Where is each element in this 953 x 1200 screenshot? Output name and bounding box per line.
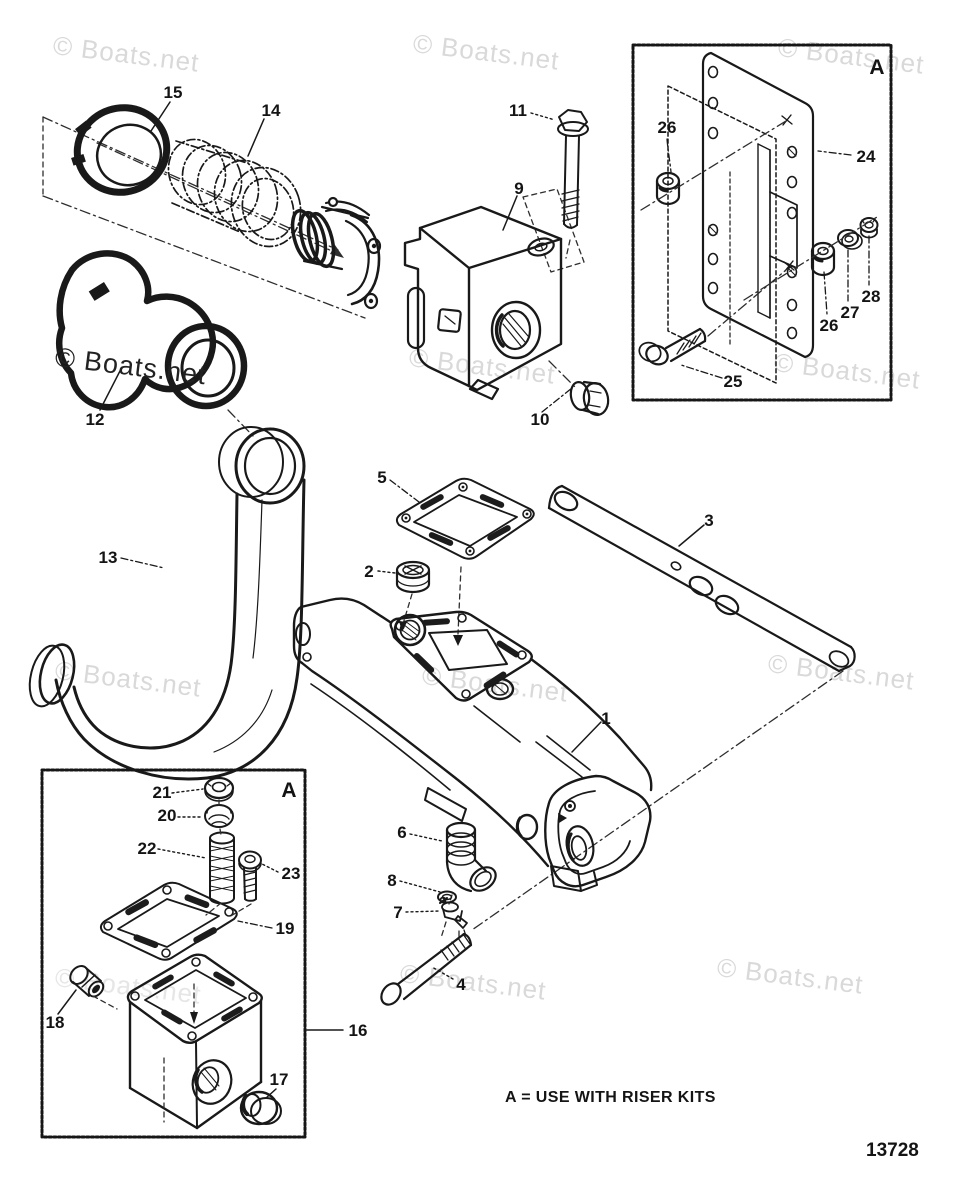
part-6-elbow-fitting xyxy=(445,821,497,893)
part-11-bolt xyxy=(557,109,589,229)
callout-27: 27 xyxy=(840,303,860,322)
part-2-plug xyxy=(395,560,431,594)
callout-6: 6 xyxy=(397,823,407,842)
part-22-stud xyxy=(209,831,235,905)
part-23-bolt xyxy=(238,850,262,902)
callout-5: 5 xyxy=(377,468,387,487)
part-15-hose-clamp xyxy=(71,104,171,196)
callout-20: 20 xyxy=(157,806,177,825)
callout-19: 19 xyxy=(275,919,295,938)
callout-12: 12 xyxy=(85,410,105,429)
inset-box-top-right xyxy=(631,43,893,402)
diagram-number: 13728 xyxy=(866,1140,919,1161)
part-24-mounting-plate xyxy=(667,51,815,384)
part-17-plug xyxy=(239,1090,282,1126)
part-13-exhaust-pipe xyxy=(28,426,306,781)
part-12-exhaust-boot xyxy=(56,250,248,411)
callout-10: 10 xyxy=(530,410,550,429)
part-25-bolt xyxy=(638,327,707,366)
callout-21: 21 xyxy=(152,783,172,802)
callout-9: 9 xyxy=(514,179,524,198)
callout-15: 15 xyxy=(163,83,183,102)
part-1-exhaust-manifold xyxy=(292,597,653,892)
callout-1: 1 xyxy=(601,709,611,728)
callout-8: 8 xyxy=(387,871,397,890)
part-5-gasket xyxy=(395,477,535,560)
callout-28: 28 xyxy=(861,287,881,306)
callout-7: 7 xyxy=(393,903,403,922)
callout-22: 22 xyxy=(137,839,157,858)
part-20-spring-washer xyxy=(204,804,234,828)
callout-17: 17 xyxy=(269,1070,289,1089)
part-28-nut xyxy=(859,217,879,239)
part-21-locknut xyxy=(203,776,235,802)
leader-lines xyxy=(99,101,705,1031)
part-4-stud-bolt xyxy=(380,932,473,1006)
inset-label-top-right: A xyxy=(869,56,885,79)
callout-24: 24 xyxy=(856,147,876,166)
part-10-plug xyxy=(569,380,610,416)
callout-23: 23 xyxy=(281,864,301,883)
callout-11: 11 xyxy=(509,101,527,120)
callout-18: 18 xyxy=(45,1013,65,1032)
part-19-gasket xyxy=(99,881,238,961)
inset-label-bottom-left: A xyxy=(281,779,297,802)
part-26-spacer-lower xyxy=(810,241,836,277)
callout-4: 4 xyxy=(456,975,466,994)
part-18-fitting xyxy=(69,965,105,998)
part-7-drain-cock xyxy=(439,896,468,938)
part-3-gasket-strip xyxy=(547,484,856,673)
callout-13: 13 xyxy=(98,548,118,567)
callout-3: 3 xyxy=(704,511,714,530)
inset-box-bottom-left xyxy=(40,768,307,1139)
riser-kit-legend: A = USE WITH RISER KITS xyxy=(505,1089,716,1106)
callout-14: 14 xyxy=(261,101,281,120)
part-14-exhaust-bellows xyxy=(167,138,302,248)
callout-25: 25 xyxy=(723,372,743,391)
part-9-exhaust-elbow xyxy=(290,196,563,401)
callout-26a: 26 xyxy=(657,118,677,137)
callout-16: 16 xyxy=(348,1021,368,1040)
part-16-riser-block xyxy=(126,953,263,1130)
callout-2: 2 xyxy=(364,562,374,581)
callout-26b: 26 xyxy=(819,316,839,335)
part-26-spacer-upper xyxy=(655,171,681,206)
